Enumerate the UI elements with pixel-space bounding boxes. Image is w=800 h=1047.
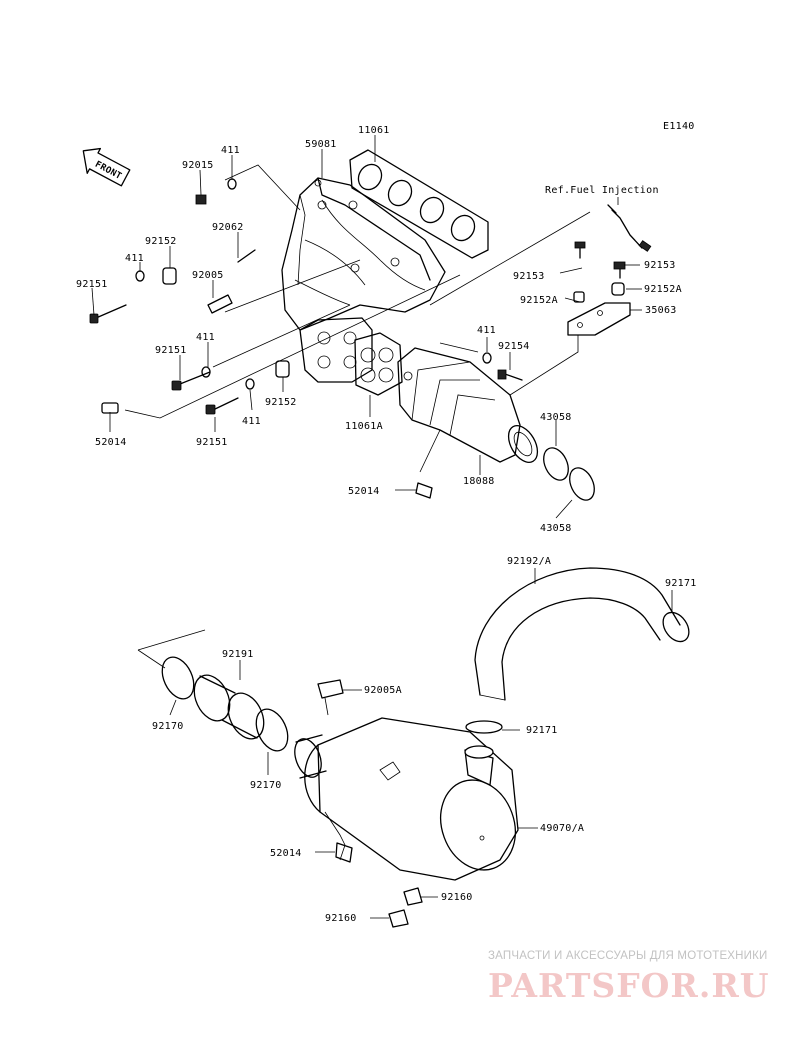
- label-92170-a: 92170: [152, 721, 184, 732]
- pad-92160-b: [388, 909, 409, 928]
- washer-411-e: [482, 352, 492, 364]
- leader-lines: [91, 135, 673, 919]
- label-411-b: 411: [125, 253, 144, 264]
- watermark-logo: PARTSFOR.RU: [488, 966, 770, 1005]
- label-52014-a: 52014: [95, 437, 127, 448]
- label-52014-c: 52014: [270, 848, 302, 859]
- label-92171-b: 92171: [526, 725, 558, 736]
- label-92170-b: 92170: [250, 780, 282, 791]
- short-hose: [193, 674, 265, 740]
- manifold-gasket: [349, 149, 489, 259]
- flange-gasket: [354, 332, 403, 396]
- label-11061: 11061: [358, 125, 390, 136]
- stud-92062: [237, 249, 256, 263]
- label-92160-a: 92160: [441, 892, 473, 903]
- curved-hose: [474, 567, 681, 701]
- part-labels: 11061 59081 411 92015 92062 92152 411 92…: [76, 125, 697, 924]
- label-92151-b: 92151: [155, 345, 187, 356]
- reference-note: Ref.Fuel Injection: [545, 185, 659, 196]
- label-92153-b: 92153: [644, 260, 676, 271]
- label-411-c: 411: [196, 332, 215, 343]
- label-92005a: 92005A: [364, 685, 402, 696]
- hardware: [89, 178, 626, 863]
- label-92152-b: 92152: [265, 397, 297, 408]
- mounting-bracket: [567, 302, 631, 336]
- label-43058-b: 43058: [540, 523, 572, 534]
- label-92151-a: 92151: [76, 279, 108, 290]
- label-92152-a: 92152: [145, 236, 177, 247]
- clamp-92171-b: [465, 720, 503, 734]
- label-92160-b: 92160: [325, 913, 357, 924]
- label-59081: 59081: [305, 139, 337, 150]
- washer-411-a: [227, 178, 237, 190]
- label-92192a: 92192/A: [507, 556, 551, 567]
- exhaust-pipe: [397, 347, 539, 463]
- washer-411-b: [135, 270, 145, 282]
- label-92171-a: 92171: [665, 578, 697, 589]
- label-92015: 92015: [182, 160, 214, 171]
- clamp-92171-a: [662, 611, 690, 643]
- label-43058-a: 43058: [540, 412, 572, 423]
- clamp-92170-b: [255, 708, 289, 752]
- label-11061a: 11061A: [345, 421, 383, 432]
- front-arrow-icon: FRONT: [82, 147, 131, 187]
- label-411-e: 411: [477, 325, 496, 336]
- muffler: [294, 717, 519, 881]
- label-18088: 18088: [463, 476, 495, 487]
- label-92062: 92062: [212, 222, 244, 233]
- label-92151-c: 92151: [196, 437, 228, 448]
- watermark-tagline: ЗАПЧАСТИ И АКСЕССУАРЫ ДЛЯ МОТОТЕХНИКИ: [488, 950, 768, 962]
- nut-92015: [195, 194, 207, 205]
- clamp-92170-a: [161, 656, 195, 700]
- label-92152a-b: 92152A: [644, 284, 682, 295]
- label-411-d: 411: [242, 416, 261, 427]
- fitting-92005a: [317, 679, 344, 699]
- pad-92160-a: [403, 887, 423, 906]
- label-52014-b: 52014: [348, 486, 380, 497]
- label-92005: 92005: [192, 270, 224, 281]
- label-92154: 92154: [498, 341, 530, 352]
- label-35063: 35063: [645, 305, 677, 316]
- label-411-a: 411: [221, 145, 240, 156]
- fuel-injection-sensor: [607, 204, 652, 252]
- label-92191: 92191: [222, 649, 254, 660]
- label-92152a-a: 92152A: [520, 295, 558, 306]
- o-ring-outer: [569, 467, 595, 501]
- label-92153-a: 92153: [513, 271, 545, 282]
- label-49070a: 49070/A: [540, 823, 584, 834]
- washer-411-d: [245, 378, 255, 390]
- diagram-code: E1140: [663, 121, 695, 132]
- o-ring-inner: [543, 447, 569, 481]
